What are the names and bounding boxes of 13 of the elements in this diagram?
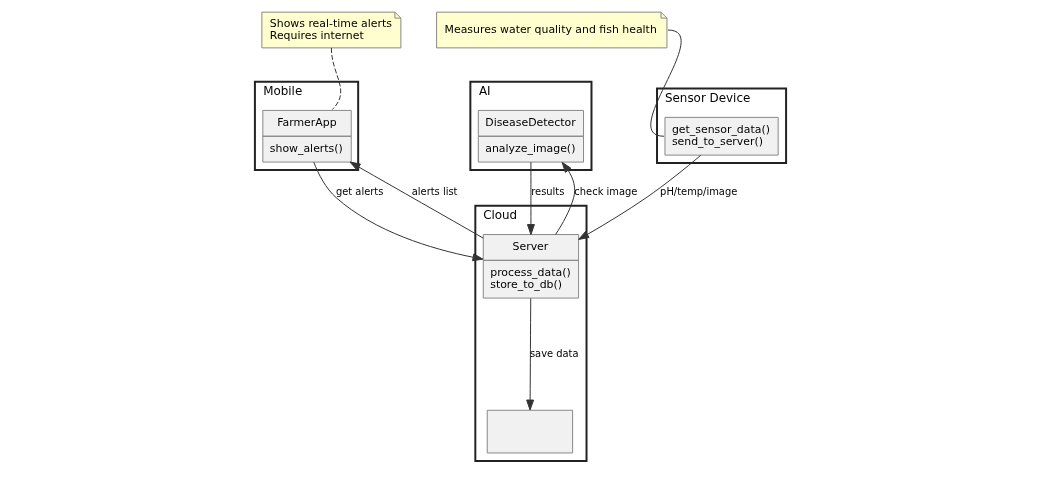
arrow — [526, 161, 535, 235]
edge-label: pH/temp/image — [660, 185, 738, 197]
arrow — [555, 161, 576, 235]
node-box — [486, 409, 574, 454]
connector — [330, 47, 342, 110]
edge-label: alerts list — [411, 185, 458, 197]
arrow — [526, 297, 535, 411]
connector — [650, 29, 682, 137]
arrow — [349, 161, 484, 239]
edge-label: check image — [574, 185, 638, 197]
edge-label: get alerts — [335, 185, 384, 197]
arrow — [578, 154, 702, 240]
edge-label: results — [531, 185, 565, 197]
